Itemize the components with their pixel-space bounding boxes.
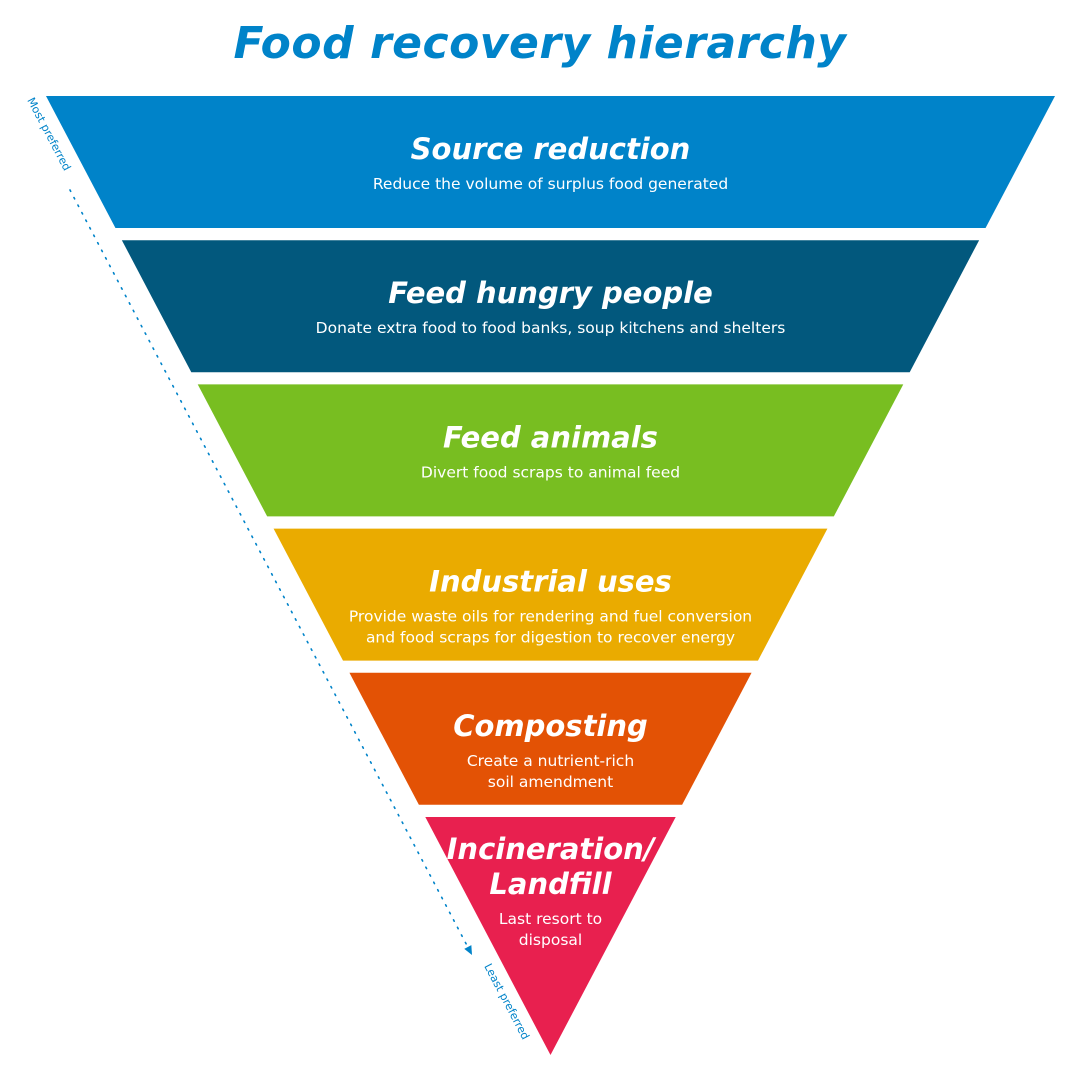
tier-description: Donate extra food to food banks, soup ki… [316,319,786,337]
tier-title: Industrial uses [429,565,672,599]
tier-title: Feed animals [443,420,658,454]
tier-band [349,672,752,805]
tier-title: Source reduction [411,132,691,166]
tier-band [46,96,1055,228]
tier-description: Last resort to [499,910,602,928]
tier-description: soil amendment [488,773,613,791]
tier-title: Feed hungry people [388,276,712,310]
preference-arrow-line [69,189,473,956]
tier-band [273,528,828,661]
tier-description: Create a nutrient-rich [467,752,634,770]
diagram-title: Food recovery hierarchy [233,18,847,69]
arrow-head-icon [464,945,472,955]
tier-title: Incineration/ [447,832,657,866]
tier-description: and food scraps for digestion to recover… [366,629,735,647]
tier-description: Provide waste oils for rendering and fue… [349,608,752,626]
tier-title: Landfill [489,867,612,901]
tier-band [197,384,904,517]
tier-description: disposal [519,931,582,949]
tier-title: Composting [453,709,648,743]
tier-description: Reduce the volume of surplus food genera… [373,175,728,193]
tier-description: Divert food scraps to animal feed [421,463,680,481]
tier-band [121,240,980,373]
tier-band [425,817,676,1055]
